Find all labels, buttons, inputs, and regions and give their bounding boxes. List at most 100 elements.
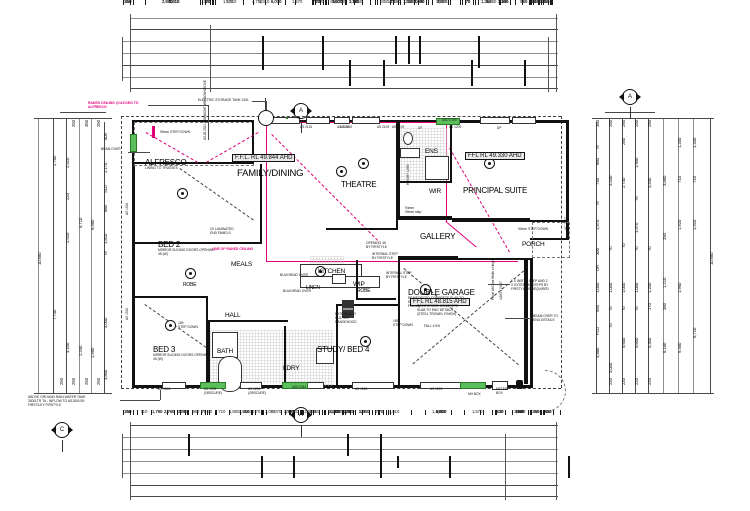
- dimension-tick-dims_bottom-0-1-a: [167, 410, 168, 415]
- dimension-dims_left-13: 880: [103, 204, 108, 212]
- dimension-tick-dims_top-5-10-a: [500, 0, 501, 5]
- dimension-tick-dims_bottom-4-6-b: [342, 410, 343, 415]
- dimension-dims_bottom-4-8: 70: [375, 409, 381, 414]
- dimension-dims_bottom-0-1: 1,860: [178, 409, 189, 414]
- dimension-dims_right-57: 6,720: [692, 327, 697, 338]
- dimension-dims_top-4-9: 1,360: [481, 0, 492, 4]
- dimension-dims_bottom-0-7: 1,450: [331, 409, 342, 414]
- dimension-dims_bottom-1-0: 250: [124, 409, 132, 414]
- annotation-note-6: INTERNAL STEP BY FIRSTYLE: [372, 252, 398, 260]
- dimension-tick-dims_top-6-10-b: [448, 0, 449, 5]
- dimension-dims_top-2-7: 90: [419, 0, 425, 4]
- dimension-dims_bottom-2-1: 1,790: [152, 409, 163, 414]
- dimension-dims_right-44: 3,680: [662, 175, 667, 186]
- room-label-bed-3: BED 3: [153, 345, 176, 354]
- window-top-4: [334, 117, 350, 124]
- dimension-dims_bottom-3-5: 2,380: [284, 409, 295, 414]
- dimension-tick-dims_top-5-11-a: [515, 0, 516, 5]
- dimension-dims_top-5-12: 450: [542, 0, 550, 4]
- dimension-dims_bottom-1-11: 850: [516, 409, 524, 414]
- dimension-dims_right-36: 5,600: [634, 337, 639, 348]
- dimension-dims_right-35: 70: [634, 306, 639, 312]
- dimension-tick-dims_top-1-2-a: [530, 0, 531, 5]
- dimension-dims_left-17: 3,800: [103, 369, 108, 380]
- room-label-theatre: THEATRE: [341, 180, 377, 189]
- dimension-dims_bottom-4-0: 250: [124, 409, 132, 414]
- window-suite-top: [436, 118, 460, 125]
- dimension-tick-dims_top-5-7-a: [380, 0, 381, 5]
- dimension-dims_right-34: 1,000: [634, 282, 639, 293]
- annotation-note-14: BULKHEAD OVER: [283, 289, 312, 293]
- window-label-window_labels_top-3: AS 2109: [337, 125, 350, 129]
- grid-marker-arrow-left-2: [290, 411, 295, 419]
- dimension-dims_bottom-3-0: 250: [124, 409, 132, 414]
- dimension-tick-dims_top-5-10-b: [510, 0, 511, 5]
- dimension-tick-dims_bottom-4-9-a: [388, 410, 389, 415]
- dimension-dims_right-27: 70: [621, 306, 626, 312]
- dimension-dims_left-4: 220: [65, 192, 70, 200]
- dimension-dims_right-23: 280: [621, 137, 626, 145]
- annotation-note-1: ELECTRIC STORAGE TANK 315L: [198, 98, 249, 102]
- dimension-dims_top-6-3: 1,310: [259, 0, 270, 4]
- dimension-dims_bottom-2-0: 250: [124, 409, 132, 414]
- dimension-tick-dims_bottom-2-1-b: [174, 410, 175, 415]
- dimension-tick-dims_top-3-6-b: [398, 0, 399, 5]
- dimension-dims_bottom-0-10: 1,430: [432, 409, 443, 414]
- dimension-tick-dims_bottom-4-1-a: [142, 410, 143, 415]
- dimension-tick-dims_top-5-9-b: [499, 0, 500, 5]
- dimension-dims_bottom-1-12: 350: [532, 409, 540, 414]
- dimension-dims_top-6-10: 850: [436, 0, 444, 4]
- dimension-dims_right-40: 1,200: [647, 282, 652, 293]
- annotation-note-8: 1 X INSITU STEP AND 2 X EXTERNAL STEPS B…: [511, 279, 549, 291]
- annotation-note-13: BULKHEAD OVER: [280, 273, 309, 277]
- room-label-family-dining: FAMILY/DINING: [237, 168, 304, 179]
- window-sublabel-window_labels_bottom-1: (OBSCURE): [204, 391, 222, 395]
- dimension-tick-dims_bottom-0-11-a: [464, 410, 465, 415]
- dimension-dims_top-3-10: 3,400: [498, 0, 509, 4]
- room-label-gallery: GALLERY: [420, 232, 456, 241]
- dimension-tick-dims_top-5-0-b: [133, 0, 134, 5]
- wall-right-suite: [566, 120, 569, 240]
- grid-mark-kitchen: [315, 266, 326, 277]
- dimension-dims_top-6-5: 350: [316, 0, 324, 4]
- wall-right-porch: [530, 238, 568, 240]
- grid-mark-bed2: [177, 188, 188, 199]
- leader-raked-ceiling-v: [208, 105, 209, 140]
- dimension-tick-dims_bottom-5-0-b: [530, 410, 531, 415]
- dimension-tick-dims_bottom-4-10-a: [495, 410, 496, 415]
- dimension-dims_top-2-4: 70: [391, 0, 396, 4]
- dimension-dims_bottom-0-2: 710: [218, 409, 226, 414]
- dimension-dims_left-5: 2,920: [65, 232, 70, 243]
- dimension-tick-dims_top-6-4-a: [285, 0, 286, 5]
- window-green-bot-3: [460, 382, 486, 389]
- dimension-dims_left-2: 7,730: [52, 309, 57, 320]
- dimension-dims_bottom-3-11: 850: [516, 409, 524, 414]
- dimension-tick-dims_top-5-2-b: [213, 0, 214, 5]
- dimension-tick-dims_top-2-6-a: [404, 0, 405, 5]
- window-label-window_labels_top-1: AS 2115: [340, 125, 352, 129]
- dimension-dims_top-3-12: 450: [542, 0, 550, 4]
- dimension-tick-dims_top-6-2-b: [243, 0, 244, 5]
- dimension-tick-dims_bottom-4-9-b: [483, 410, 484, 415]
- wir-left-wall: [398, 122, 400, 218]
- leader-rainwater-v: [160, 390, 161, 400]
- dimension-dims_left-8: 2,250: [78, 345, 83, 356]
- dimension-tick-dims_top-6-7-a: [345, 0, 346, 5]
- dimension-dims_bottom-4-12: 350: [532, 409, 540, 414]
- dimension-dims_top-6-11: 3,950: [486, 0, 497, 4]
- dimension-dims_top-4-10: 250: [501, 0, 509, 4]
- vertical-note-1: AS 1518: [125, 203, 129, 215]
- dimension-dims_bottom-3-7: 2,820: [344, 409, 355, 414]
- grid-marker-label-0: A: [627, 94, 632, 100]
- annotation-note-17: 90mm STEP DOWN: [160, 130, 190, 134]
- grid-mark-theatre: [358, 158, 369, 169]
- dimension-tick-dims_top-5-1-a: [145, 0, 146, 5]
- dimension-tick-dims_top-6-4-b: [313, 0, 314, 5]
- room-label-bed-2: BED 2: [158, 240, 181, 249]
- dimension-tick-dims_bottom-4-1-b: [197, 410, 198, 415]
- gallery-top-wall: [398, 218, 530, 220]
- dimension-tick-dims_top-3-11-b: [539, 0, 540, 5]
- dimension-dims_left-11: 2,170: [103, 162, 108, 173]
- dimension-dims_top-3-7: 90: [419, 0, 425, 4]
- sink: [332, 274, 346, 284]
